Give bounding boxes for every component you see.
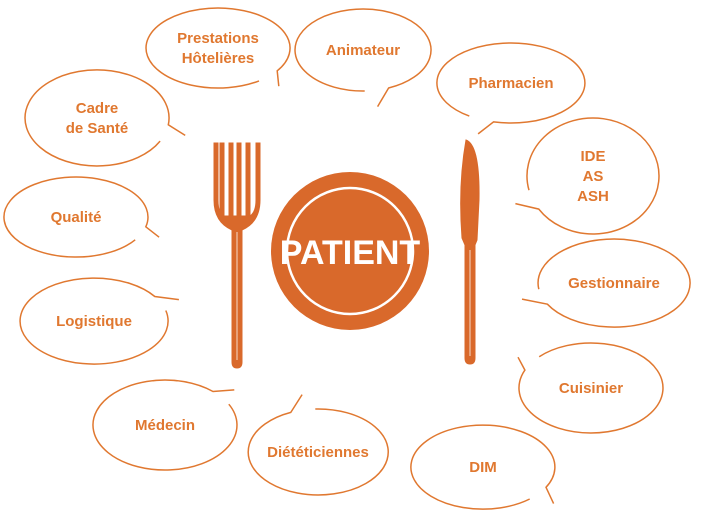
bubble-outline bbox=[24, 69, 186, 167]
role-bubble-cuisinier: Cuisinier bbox=[517, 342, 664, 434]
role-bubble-medecin: Médecin bbox=[92, 379, 238, 471]
bubble-outline bbox=[3, 176, 160, 258]
role-bubble-gestionnaire: Gestionnaire bbox=[521, 238, 691, 328]
bubble-outline bbox=[247, 394, 389, 496]
role-label: Gestionnaire bbox=[568, 275, 660, 292]
bubble-outline bbox=[517, 342, 664, 434]
role-bubble-logistique: Logistique bbox=[19, 277, 179, 365]
role-bubble-qualite: Qualité bbox=[3, 176, 160, 258]
knife-icon bbox=[460, 139, 480, 365]
role-label: ASH bbox=[577, 188, 609, 205]
role-label: Cuisinier bbox=[559, 380, 623, 397]
role-bubble-dim: DIM bbox=[410, 424, 556, 510]
plate-icon: PATIENT bbox=[271, 172, 429, 330]
role-label: AS bbox=[583, 168, 604, 185]
center-label: PATIENT bbox=[280, 234, 421, 272]
role-bubble-animateur: Animateur bbox=[294, 8, 432, 107]
role-label: Pharmacien bbox=[468, 75, 553, 92]
role-bubble-pharmacien: Pharmacien bbox=[436, 42, 586, 135]
role-label: Diététiciennes bbox=[267, 444, 369, 461]
role-label: Prestations bbox=[177, 30, 259, 47]
bubble-outline bbox=[436, 42, 586, 135]
bubble-outline bbox=[145, 7, 291, 89]
bubble-outline bbox=[515, 117, 660, 235]
role-label: Hôtelières bbox=[182, 50, 255, 67]
fork-icon bbox=[213, 142, 261, 369]
role-bubble-dieteticiennes: Diététiciennes bbox=[247, 394, 389, 496]
bubble-outline bbox=[19, 277, 179, 365]
bubble-outline bbox=[92, 379, 238, 471]
role-label: DIM bbox=[469, 459, 497, 476]
bubble-outline bbox=[521, 238, 691, 328]
bubble-outline bbox=[410, 424, 556, 510]
role-label: Médecin bbox=[135, 417, 195, 434]
role-label: Cadre bbox=[76, 100, 119, 117]
role-label: IDE bbox=[580, 148, 605, 165]
role-label: Logistique bbox=[56, 313, 132, 330]
role-label: Qualité bbox=[51, 209, 102, 226]
role-label: de Santé bbox=[66, 120, 129, 137]
role-label: Animateur bbox=[326, 42, 400, 59]
bubble-outline bbox=[294, 8, 432, 107]
role-bubble-cadre: Cadre de Santé bbox=[24, 69, 186, 167]
role-bubble-ide: IDE AS ASH bbox=[515, 117, 660, 235]
